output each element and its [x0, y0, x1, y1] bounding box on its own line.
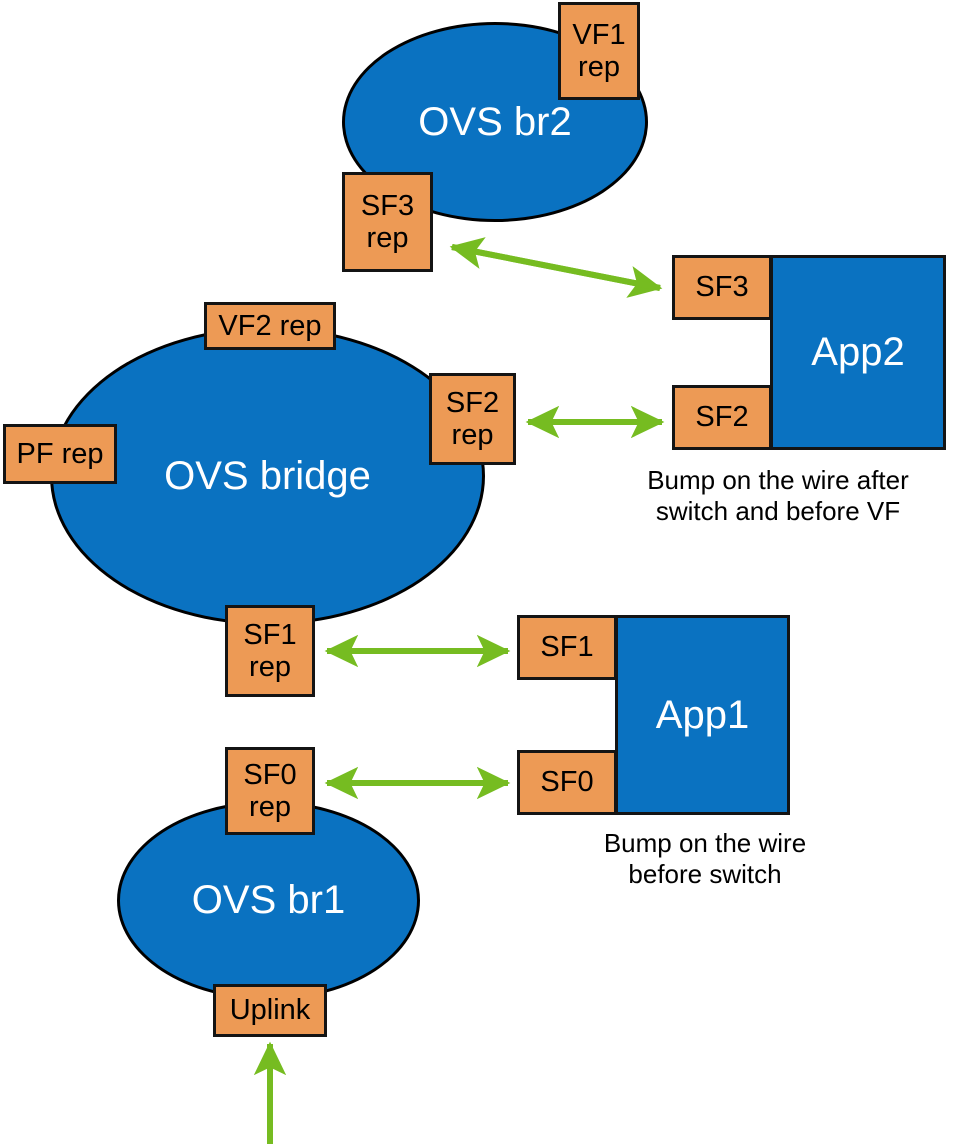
- port-pf-rep[interactable]: PF rep: [3, 424, 117, 484]
- port-vf1-rep[interactable]: VF1 rep: [558, 2, 640, 100]
- port-sf3-rep-line1: SF3: [360, 189, 415, 222]
- port-vf1-rep-line2: rep: [578, 51, 620, 83]
- app2-interface-sf3[interactable]: SF3: [672, 255, 772, 320]
- port-uplink-label: Uplink: [229, 994, 311, 1027]
- port-sf2-rep-line2: rep: [451, 419, 494, 451]
- port-sf3-rep[interactable]: SF3 rep: [342, 172, 433, 272]
- app2-label: App2: [811, 330, 905, 375]
- port-sf1-rep-line2: rep: [249, 651, 291, 683]
- app2-interface-sf2-label: SF2: [695, 401, 749, 434]
- app1-body[interactable]: App1: [615, 615, 790, 815]
- app1-interface-sf0[interactable]: SF0: [517, 750, 617, 815]
- port-vf1-rep-line1: VF1: [572, 18, 626, 51]
- app1-caption: Bump on the wire before switch: [520, 828, 890, 890]
- port-sf3-rep-line2: rep: [366, 222, 409, 254]
- ovs-br1-label: OVS br1: [191, 878, 346, 923]
- app2-caption-line1: Bump on the wire after: [647, 465, 909, 495]
- app1-caption-line1: Bump on the wire: [603, 828, 807, 858]
- ovs-bridge-label: OVS bridge: [164, 453, 371, 498]
- app1-interface-sf0-label: SF0: [540, 766, 594, 799]
- port-sf2-rep[interactable]: SF2 rep: [429, 373, 516, 465]
- ovs-br2-label: OVS br2: [418, 99, 572, 144]
- app2-interface-sf3-label: SF3: [695, 271, 749, 304]
- port-sf1-rep-line1: SF1: [243, 618, 297, 651]
- app2-caption: Bump on the wire after switch and before…: [600, 465, 956, 527]
- port-sf0-rep-line2: rep: [249, 791, 291, 823]
- app2-body[interactable]: App2: [770, 255, 946, 450]
- port-uplink[interactable]: Uplink: [213, 984, 327, 1037]
- app2-caption-line2: switch and before VF: [655, 496, 901, 527]
- port-vf2-rep[interactable]: VF2 rep: [204, 302, 336, 350]
- app2-interface-sf2[interactable]: SF2: [672, 385, 772, 450]
- port-pf-rep-label: PF rep: [16, 437, 104, 470]
- port-sf0-rep-line1: SF0: [243, 758, 297, 791]
- connector-sf3: [449, 237, 663, 298]
- app1-interface-sf1-label: SF1: [540, 631, 594, 664]
- app1-caption-line2: before switch: [628, 859, 782, 890]
- port-sf1-rep[interactable]: SF1 rep: [225, 605, 315, 697]
- app1-label: App1: [655, 692, 750, 737]
- port-sf2-rep-line1: SF2: [445, 386, 500, 419]
- port-vf2-rep-label: VF2 rep: [218, 309, 322, 342]
- app1-interface-sf1[interactable]: SF1: [517, 615, 617, 680]
- port-sf0-rep[interactable]: SF0 rep: [225, 747, 315, 835]
